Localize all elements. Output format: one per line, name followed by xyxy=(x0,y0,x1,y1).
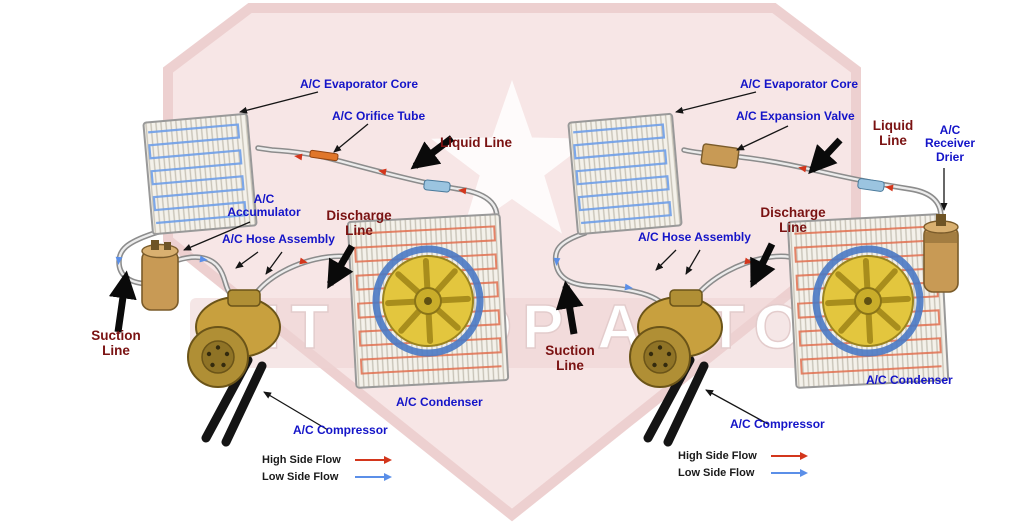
right-big-arrows xyxy=(555,137,843,335)
right-legend: High Side Flow Low Side Flow xyxy=(678,447,808,481)
high-side-flow-arrow-icon xyxy=(355,455,392,464)
left-label-compressor: A/C Compressor xyxy=(293,423,388,437)
left-orifice-tube-graphic xyxy=(309,149,339,162)
left-legend-high-label: High Side Flow xyxy=(262,453,341,466)
left-label-accumulator: A/C Accumulator xyxy=(227,192,301,220)
left-pointer-arrows xyxy=(183,91,369,431)
right-legend-high-side: High Side Flow xyxy=(678,447,808,464)
right-label-receiver-drier: A/C Receiver Drier xyxy=(924,123,976,164)
left-label-orifice-tube: A/C Orifice Tube xyxy=(332,109,426,123)
right-label-liquid-line: Liquid Line xyxy=(872,118,914,149)
right-receiver-drier-graphic xyxy=(923,214,959,293)
right-compressor-graphic xyxy=(630,290,722,442)
left-label-discharge-line: Discharge Line xyxy=(326,208,392,239)
right-liquid-line-fitting xyxy=(857,178,885,192)
high-side-flow-arrow-icon xyxy=(771,451,808,460)
right-label-evaporator-core: A/C Evaporator Core xyxy=(740,77,859,91)
right-label-discharge-line: Discharge Line xyxy=(760,205,826,236)
left-legend-low-label: Low Side Flow xyxy=(262,470,339,483)
right-label-expansion-valve: A/C Expansion Valve xyxy=(736,109,855,123)
right-expansion-valve-graphic xyxy=(700,143,740,169)
right-legend-low-side: Low Side Flow xyxy=(678,464,808,481)
low-side-flow-arrow-icon xyxy=(355,472,392,481)
right-legend-low-label: Low Side Flow xyxy=(678,466,755,479)
watermark-star xyxy=(431,80,593,234)
left-liquid-line-fitting xyxy=(423,179,451,193)
left-compressor-graphic xyxy=(188,290,280,442)
left-condenser-graphic xyxy=(348,214,508,388)
left-label-suction-line: Suction Line xyxy=(91,328,141,359)
right-label-condenser: A/C Condenser xyxy=(866,373,953,387)
right-pointer-arrows xyxy=(655,91,948,425)
left-legend-low-side: Low Side Flow xyxy=(262,468,392,485)
right-legend-high-label: High Side Flow xyxy=(678,449,757,462)
left-label-hose-assembly: A/C Hose Assembly xyxy=(222,232,335,246)
right-label-hose-assembly: A/C Hose Assembly xyxy=(638,230,751,244)
left-legend-high-side: High Side Flow xyxy=(262,451,392,468)
left-label-liquid-line: Liquid Line xyxy=(440,135,512,150)
left-label-evaporator-core: A/C Evaporator Core xyxy=(300,77,419,91)
low-side-flow-arrow-icon xyxy=(771,468,808,477)
right-label-compressor: A/C Compressor xyxy=(730,417,825,431)
right-label-suction-line: Suction Line xyxy=(545,343,595,374)
right-evaporator-graphic xyxy=(567,112,683,236)
left-big-arrows xyxy=(108,135,455,333)
left-legend: High Side Flow Low Side Flow xyxy=(262,451,392,485)
left-accumulator-graphic xyxy=(141,240,179,311)
left-label-condenser: A/C Condenser xyxy=(396,395,483,409)
